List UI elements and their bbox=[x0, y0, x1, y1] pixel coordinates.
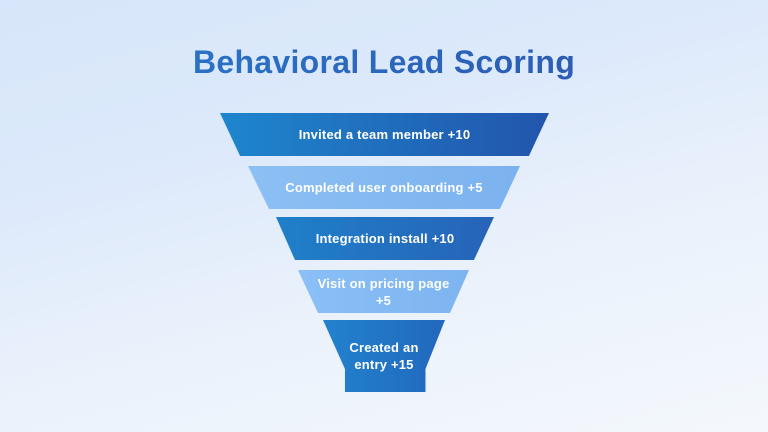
funnel-level-created-entry: Created an entry +15 bbox=[323, 320, 445, 392]
funnel-level-label: Integration install +10 bbox=[315, 231, 455, 246]
funnel-level-label: Created an bbox=[349, 340, 419, 355]
funnel-level-integration-install: Integration install +10 bbox=[276, 217, 494, 260]
funnel-level-label: Visit on pricing page bbox=[317, 275, 450, 291]
funnel-level-visit-pricing-page: Visit on pricing page +5 bbox=[298, 270, 469, 313]
funnel-level-label-line2: entry +15 bbox=[354, 357, 414, 372]
funnel-level-completed-user-onboarding: Completed user onboarding +5 bbox=[248, 166, 520, 209]
funnel-level-label: Completed user onboarding +5 bbox=[285, 180, 483, 195]
funnel-level-label: Invited a team member +10 bbox=[298, 127, 471, 142]
funnel-level-invited-team-member: Invited a team member +10 bbox=[220, 113, 549, 156]
funnel-level-label-line2: +5 bbox=[375, 292, 392, 308]
page-title: Behavioral Lead Scoring bbox=[0, 44, 768, 81]
